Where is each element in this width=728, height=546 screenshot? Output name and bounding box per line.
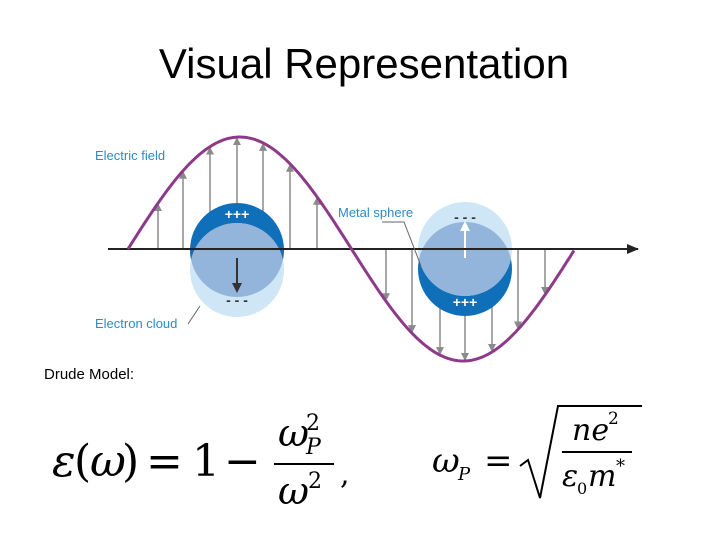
permittivity-formula: ε ( ω ) = 1 − ω 2 P ω 2 , bbox=[52, 411, 350, 510]
svg-text:−: − bbox=[224, 436, 261, 487]
svg-text:m: m bbox=[588, 459, 616, 494]
left-sphere: +++ - - - bbox=[190, 203, 284, 317]
svg-text:0: 0 bbox=[577, 479, 587, 498]
left-top-charge: +++ bbox=[225, 206, 250, 222]
metal-sphere-label: Metal sphere bbox=[338, 205, 413, 220]
plasma-frequency-formula: ω P = ne 2 ε 0 m * bbox=[432, 405, 642, 499]
svg-text:*: * bbox=[616, 456, 625, 477]
right-bottom-charge: +++ bbox=[453, 294, 478, 310]
svg-text:ω: ω bbox=[90, 436, 126, 487]
svg-text:=: = bbox=[484, 441, 513, 481]
svg-text:2: 2 bbox=[308, 469, 322, 494]
svg-text:ω: ω bbox=[278, 469, 309, 510]
svg-text:ε: ε bbox=[562, 459, 578, 494]
svg-text:2: 2 bbox=[608, 409, 619, 429]
electron-cloud-leader bbox=[187, 305, 201, 325]
right-sphere: - - - +++ bbox=[418, 202, 512, 316]
svg-text:(: ( bbox=[74, 436, 91, 487]
electric-field-wave bbox=[126, 135, 576, 363]
svg-text:2: 2 bbox=[306, 411, 320, 436]
left-bottom-charge: - - - bbox=[226, 292, 248, 308]
svg-text:ε: ε bbox=[52, 436, 76, 487]
svg-text:1: 1 bbox=[192, 436, 220, 487]
svg-text:,: , bbox=[340, 457, 350, 492]
svg-text:P: P bbox=[305, 435, 322, 460]
svg-text:): ) bbox=[122, 436, 139, 487]
page-title: Visual Representation bbox=[158, 40, 570, 87]
electron-cloud-label: Electron cloud bbox=[95, 316, 177, 331]
svg-text:ne: ne bbox=[572, 413, 609, 448]
svg-text:=: = bbox=[146, 436, 183, 487]
svg-text:ω: ω bbox=[432, 441, 460, 481]
svg-text:P: P bbox=[457, 464, 471, 485]
electric-field-label: Electric field bbox=[95, 148, 165, 163]
drude-model-label: Drude Model: bbox=[44, 366, 135, 383]
right-top-charge: - - - bbox=[454, 209, 476, 225]
metal-sphere-leader bbox=[382, 221, 422, 267]
svg-text:ω: ω bbox=[278, 411, 309, 455]
